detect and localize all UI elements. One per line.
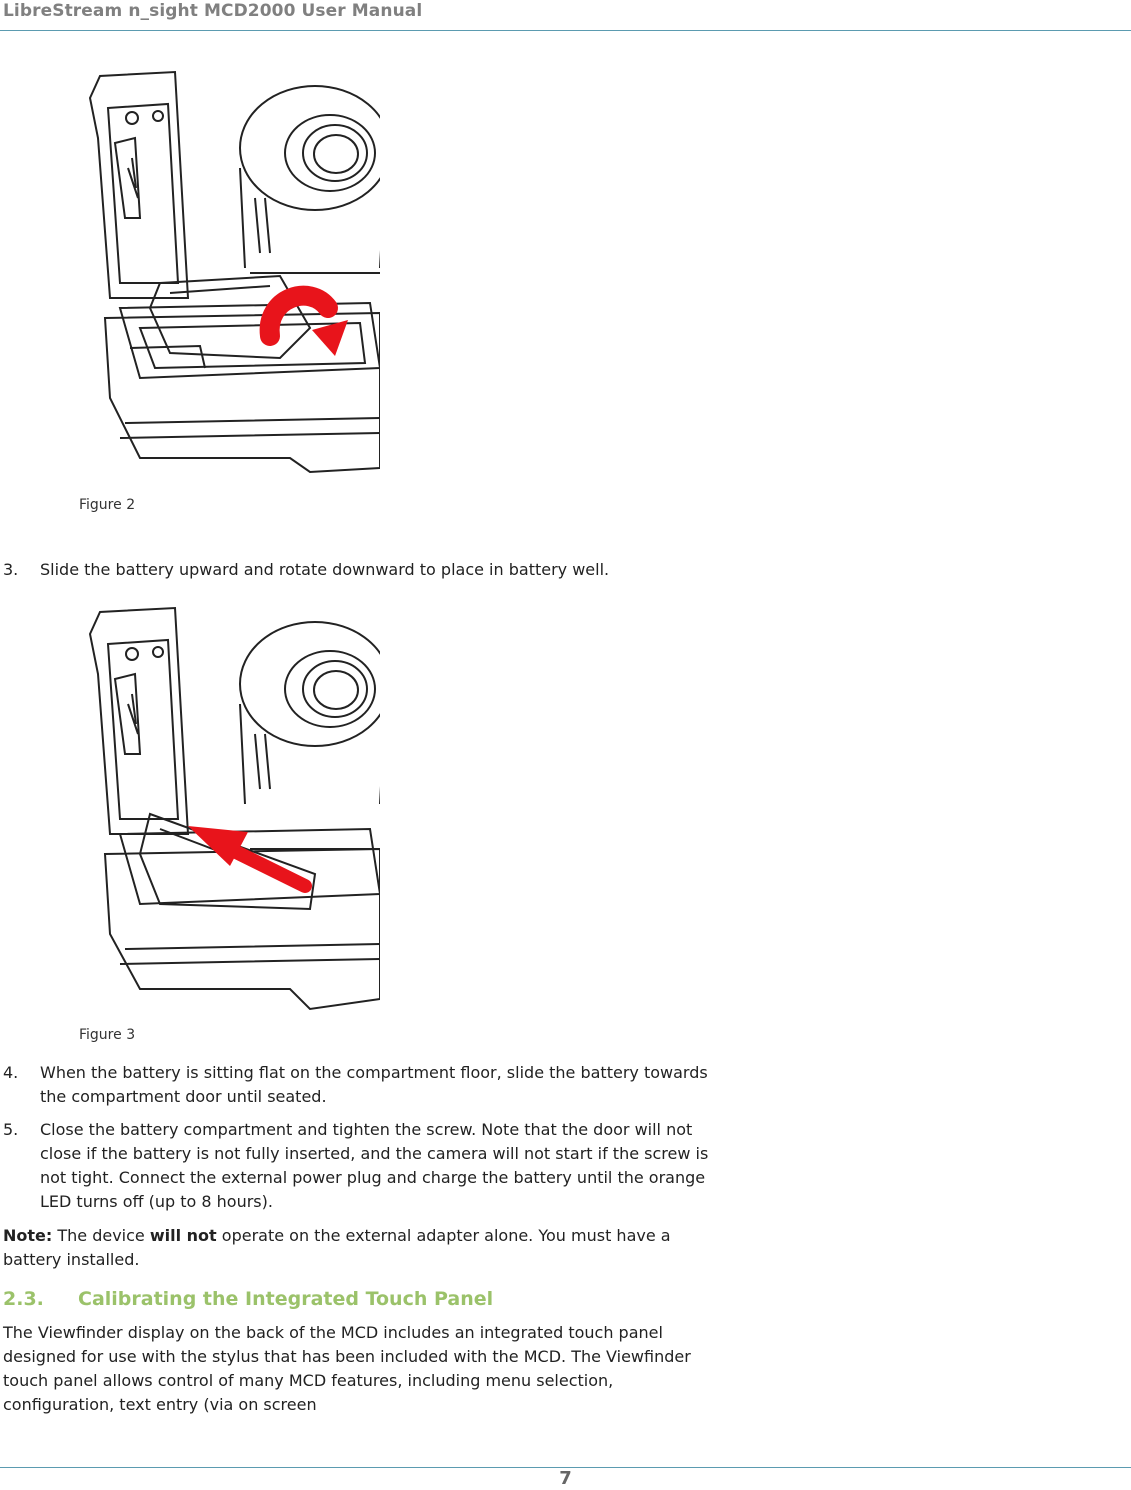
section-number: 2.3. xyxy=(3,1288,44,1310)
step-number: 5. xyxy=(3,1120,19,1139)
step-text: When the battery is sitting flat on the … xyxy=(40,1063,708,1106)
page-number: 7 xyxy=(559,1468,572,1489)
rotate-arrow-icon xyxy=(259,285,348,356)
note-emphasis: will not xyxy=(149,1226,217,1245)
figure-3-illustration xyxy=(80,604,380,1012)
note-paragraph: Note: The device will not operate on the… xyxy=(3,1224,683,1272)
note-label: Note: xyxy=(3,1226,53,1245)
note-text-after: operate on the external adapter alone. Y… xyxy=(3,1226,671,1269)
figure-2-illustration xyxy=(80,68,380,480)
step-5: 5. Close the battery compartment and tig… xyxy=(0,1118,740,1214)
step-4: 4. When the battery is sitting flat on t… xyxy=(0,1061,740,1109)
footer-rule xyxy=(0,1467,1131,1468)
section-title: Calibrating the Integrated Touch Panel xyxy=(78,1288,494,1310)
section-body: The Viewfinder display on the back of th… xyxy=(3,1323,691,1414)
figure-3-caption: Figure 3 xyxy=(79,1027,136,1043)
step-number: 4. xyxy=(3,1063,19,1082)
camera-battery-illustration xyxy=(88,606,380,1011)
step-3: 3. Slide the battery upward and rotate d… xyxy=(0,558,740,582)
slide-arrow-icon xyxy=(188,826,312,893)
step-text: Close the battery compartment and tighte… xyxy=(40,1120,709,1211)
step-number: 3. xyxy=(3,560,19,579)
camera-battery-illustration xyxy=(88,70,380,474)
manual-title: LibreStream n_sight MCD2000 User Manual xyxy=(3,1,423,21)
figure-2-caption: Figure 2 xyxy=(79,497,136,513)
note-text-before: The device xyxy=(52,1226,150,1245)
page-header: LibreStream n_sight MCD2000 User Manual xyxy=(0,0,1131,31)
step-text: Slide the battery upward and rotate down… xyxy=(40,560,610,579)
